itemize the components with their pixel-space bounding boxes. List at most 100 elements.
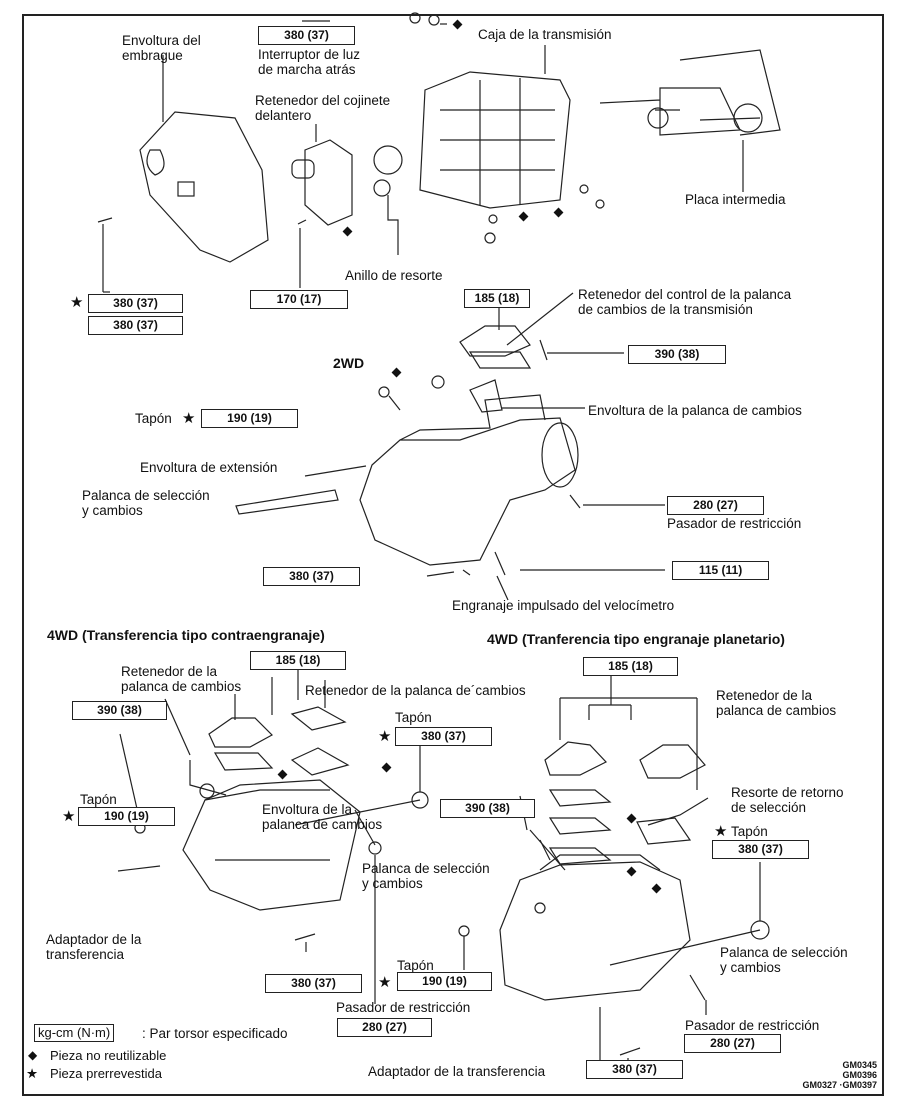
section-title-4wd-counter: 4WD (Transferencia tipo contraengranaje) [47,627,325,643]
label-line: de selección [731,800,807,815]
torque-counter-plug-left: 190 (19) [78,807,175,826]
torque-counter-retainer: 185 (18) [250,651,346,670]
figure-code: GM0396 [842,1070,877,1080]
transfer-adapter-planetary-shape [499,861,691,1001]
torque-counter-adapter-bolt: 380 (37) [265,974,362,993]
torque-counter-restrict-pin: 280 (27) [337,1018,432,1037]
precoated-star-icon: ★ [378,974,392,991]
label-line: y cambios [82,503,143,518]
label-planetary-plug-right: Tapón [731,824,768,839]
label-line: delantero [255,108,312,123]
torque-counter-housing-bolt: 390 (38) [72,701,167,720]
label-counter-plug-right: Tapón [395,710,432,725]
label-planetary-select-shift-lever: Palanca de selección y cambios [720,945,848,975]
label-counter-transfer-adapter: Adaptador de la transferencia [46,932,141,962]
label-planetary-transfer-adapter: Adaptador de la transferencia [368,1064,546,1079]
torque-2wd-housing-bolt: 390 (38) [628,345,726,364]
legend-star-text: Pieza prerrevestida [50,1066,162,1081]
label-counter-lever-housing: Envoltura de la palanca de cambios [262,802,382,832]
label-shift-control-retainer: Retenedor del control de la palanca de c… [578,287,791,317]
label-shift-lever-housing: Envoltura de la palanca de cambios [588,403,802,418]
label-line: Resorte de retorno [731,785,844,800]
label-line: Retenedor de la [716,688,813,703]
legend-diamond-icon: ◆ [28,1048,38,1062]
legend-unit-box: kg-cm (N·m) [34,1024,115,1042]
label-line: Retenedor del cojinete [255,93,391,108]
transmission-case-shape [419,71,571,209]
precoated-star-icon: ★ [714,823,728,840]
torque-retainer-bolt: 170 (17) [250,290,348,309]
label-line: Envoltura de la [262,802,353,817]
label-line: de cambios de la transmisión [578,302,753,317]
legend-star-icon: ★ [26,1066,39,1081]
label-line: palanca de cambios [121,679,242,694]
label-counter-retainer-right: Retenedor de la palanca de´cambios [305,683,526,698]
torque-clutch-bolt-precoated: 380 (37) [88,294,183,313]
shift-control-retainer-shape [459,325,531,357]
section-title-2wd: 2WD [333,355,365,371]
torque-planetary-plug-left: 190 (19) [397,972,492,991]
label-line: Retenedor de la [121,664,218,679]
torque-planetary-plug-right: 380 (37) [712,840,809,859]
figure-codes: GM0345 GM0396 GM0327 ·GM0397 [802,1060,877,1090]
label-line: Adaptador de la [46,932,142,947]
torque-2wd-ext-bolt: 380 (37) [263,567,360,586]
torque-counter-plug-right: 380 (37) [395,727,492,746]
torque-2wd-restrict-pin: 280 (27) [667,496,764,515]
label-line: Retenedor del control de la palanca [578,287,792,302]
front-bearing-retainer-shape [304,139,353,226]
torque-planetary-housing-bolt: 390 (38) [440,799,535,818]
label-counter-restrict-pin: Pasador de restricción [336,1000,471,1015]
torque-clutch-bolt: 380 (37) [88,316,183,335]
extension-housing-shape [359,417,576,566]
label-planetary-plug-left: Tapón [397,958,434,973]
torque-2wd-speedo: 115 (11) [672,561,769,580]
label-backup-switch: Interruptor de luz de marcha atrás [258,47,360,77]
label-counter-plug-left: Tapón [80,792,117,807]
label-line: palanca de cambios [262,817,383,832]
precoated-star-icon: ★ [62,808,76,825]
label-2wd-restrict-pin: Pasador de restricción [667,516,802,531]
torque-planetary-retainer: 185 (18) [583,657,678,676]
label-line: y cambios [362,876,423,891]
label-line: embrague [122,48,183,63]
label-counter-retainer-left: Retenedor de la palanca de cambios [121,664,241,694]
label-intermediate-plate: Placa intermedia [685,192,786,207]
gear-train-shape [599,87,741,136]
counter-retainer-shape [208,717,273,748]
label-planetary-restrict-pin: Pasador de restricción [685,1018,820,1033]
label-counter-select-shift-lever: Palanca de selección y cambios [362,861,490,891]
planetary-retainer-right-shape [639,744,706,779]
label-line: de marcha atrás [258,62,356,77]
precoated-star-icon: ★ [378,728,392,745]
torque-2wd-retainer: 185 (18) [464,289,530,308]
label-line: Palanca de selección [720,945,848,960]
torque-planetary-adapter-bolt: 380 (37) [586,1060,683,1079]
label-transmission-case: Caja de la transmisión [478,27,612,42]
label-2wd-select-shift-lever: Palanca de selección y cambios [82,488,210,518]
label-line: transferencia [46,947,125,962]
label-snap-ring: Anillo de resorte [345,268,443,283]
precoated-star-icon: ★ [182,410,196,427]
torque-backup-switch: 380 (37) [258,26,355,45]
label-front-bearing-retainer: Retenedor del cojinete delantero [255,93,390,123]
label-line: Palanca de selección [82,488,210,503]
torque-planetary-restrict-pin: 280 (27) [684,1034,781,1053]
label-return-spring: Resorte de retorno de selección [731,785,844,815]
label-planetary-retainer: Retenedor de la palanca de cambios [716,688,836,718]
label-extension-housing: Envoltura de extensión [140,460,278,475]
label-speedo-gear: Engranaje impulsado del velocímetro [452,598,675,613]
label-2wd-plug: Tapón [135,411,172,426]
label-clutch-housing: Envoltura del embrague [122,33,201,63]
label-line: y cambios [720,960,781,975]
section-title-4wd-planetary: 4WD (Tranferencia tipo engranaje planeta… [487,631,785,647]
label-line: palanca de cambios [716,703,837,718]
figure-code: GM0327 ·GM0397 [802,1080,877,1090]
planetary-retainer-left-shape [544,741,607,776]
precoated-star-icon: ★ [70,294,84,311]
legend-unit-text: : Par torsor especificado [142,1026,288,1041]
label-line: Palanca de selección [362,861,490,876]
clutch-housing-shape [139,111,269,263]
figure-code: GM0345 [842,1060,877,1070]
